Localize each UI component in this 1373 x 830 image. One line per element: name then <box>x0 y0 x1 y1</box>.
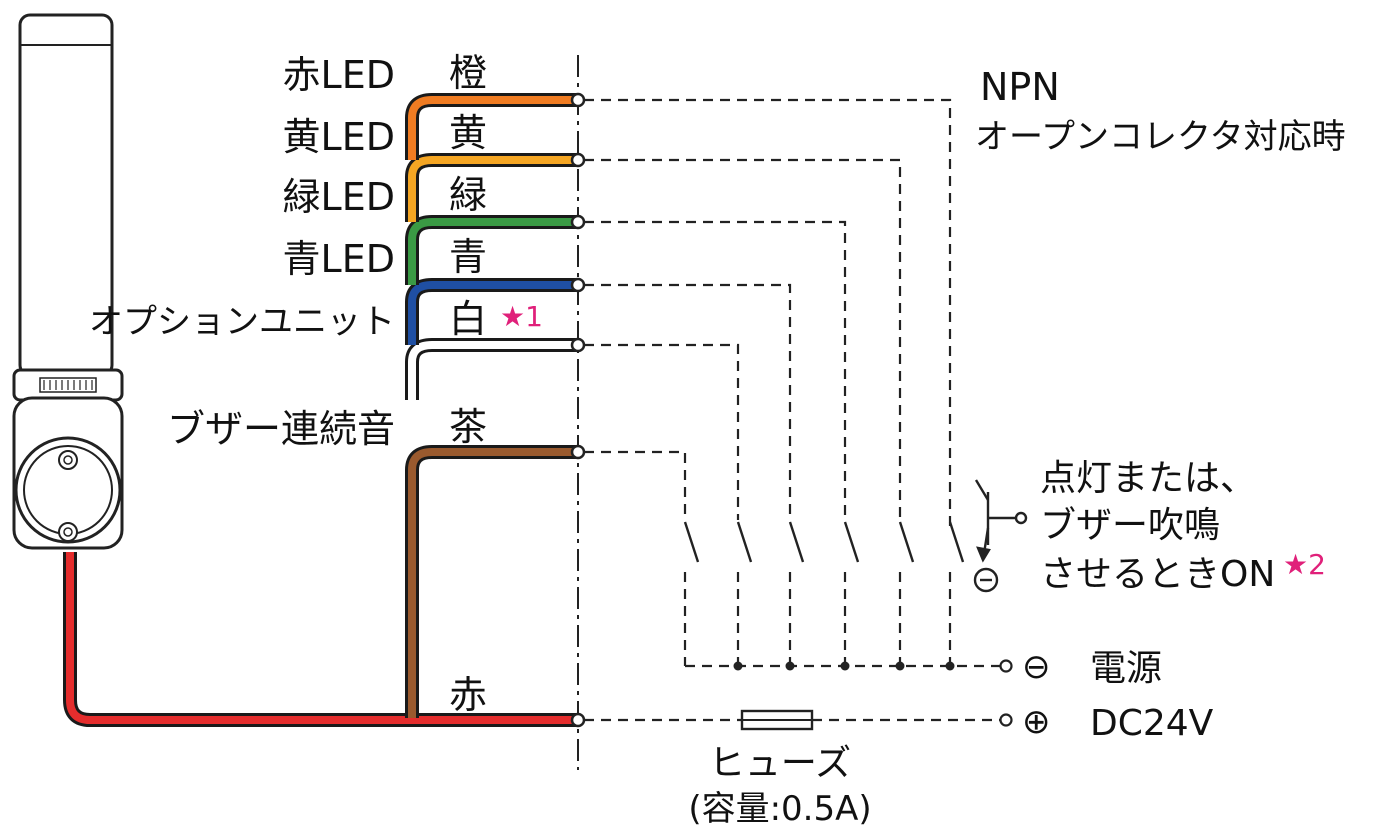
wires <box>405 93 578 718</box>
power-minus-symbol: ⊖ <box>1022 647 1051 687</box>
wire-label-green: 緑 <box>449 173 487 217</box>
on-note-line1: 点灯または、 <box>1040 458 1256 499</box>
cable-red-outline <box>63 552 578 727</box>
cable-red <box>66 552 578 724</box>
label-blue-led: 青LED <box>283 237 395 281</box>
note-star-1: ★1 <box>500 300 543 333</box>
wire-label-yellow: 黄 <box>449 111 487 155</box>
power-minus-label: 電源 <box>1090 648 1162 689</box>
on-note-line2: ブザー吹鳴 <box>1040 505 1220 546</box>
power-plus-symbol: ⊕ <box>1022 702 1051 742</box>
label-yellow-led: 黄LED <box>283 115 395 159</box>
wire-label-white: 白 <box>449 297 487 341</box>
signal-tower <box>12 13 124 550</box>
fuse-label: ヒューズ <box>709 743 851 784</box>
label-red-led: 赤LED <box>283 53 395 97</box>
npn-description: オープンコレクタ対応時 <box>975 117 1346 157</box>
note-star-2: ★2 <box>1283 548 1326 581</box>
power-plus-label: DC24V <box>1090 703 1214 744</box>
label-option-unit: オプションユニット <box>89 302 395 342</box>
npn-transistor-symbol <box>973 479 1028 593</box>
on-note-line3: させるときON <box>1040 554 1275 595</box>
wire-label-red: 赤 <box>449 673 487 717</box>
wire-label-orange: 橙 <box>449 51 487 95</box>
npn-title: NPN <box>980 65 1060 109</box>
label-buzzer: ブザー連続音 <box>167 407 395 451</box>
wire-label-blue: 青 <box>449 235 487 279</box>
label-green-led: 緑LED <box>283 175 395 219</box>
control-circuit <box>584 98 1013 731</box>
terminals <box>570 92 586 728</box>
wire-label-brown: 茶 <box>449 405 487 449</box>
fuse-capacity: (容量:0.5A) <box>688 789 871 829</box>
